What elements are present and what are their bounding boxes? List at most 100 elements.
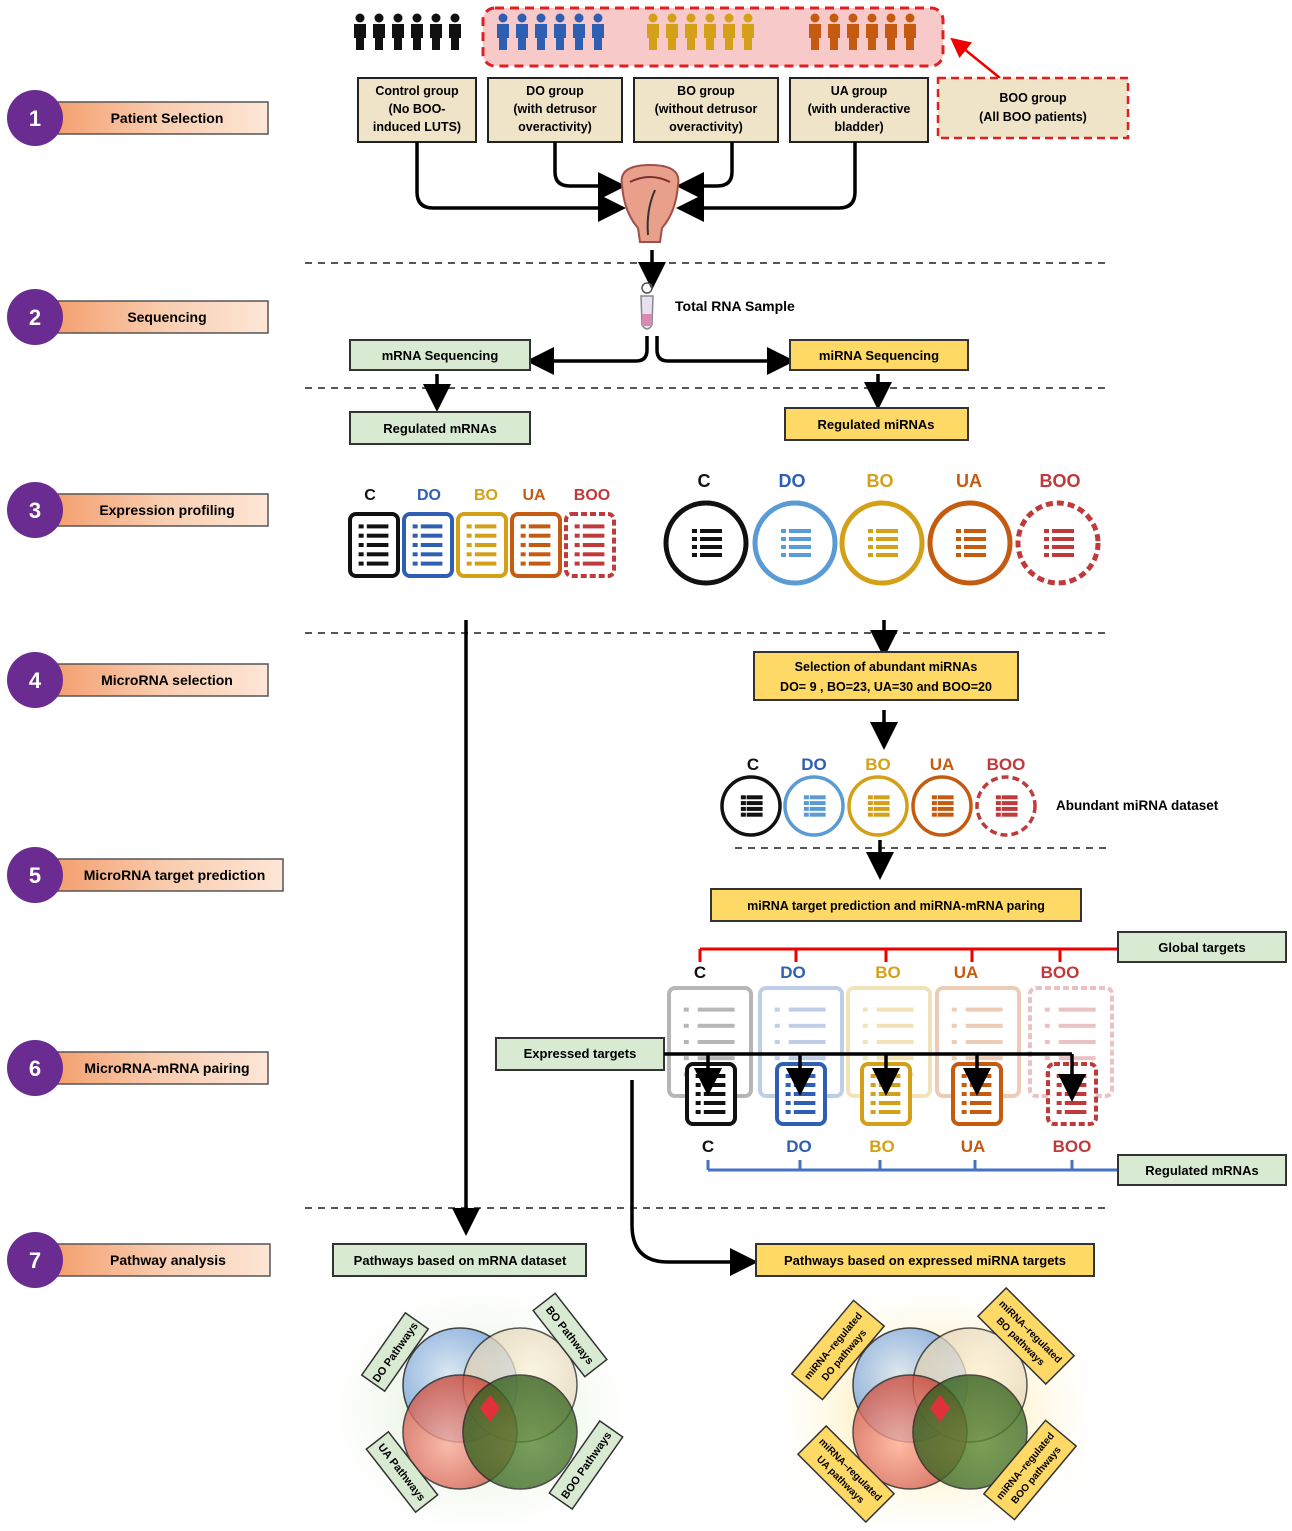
mirna-pathways-box (755, 1243, 1095, 1277)
mirna-profile-code-boo: BOO (1039, 471, 1080, 491)
person-icon (573, 13, 585, 50)
global-target-code-ua: UA (954, 963, 979, 982)
ua-group-line3: bladder) (834, 120, 883, 134)
person-icon (554, 13, 566, 50)
sequencing-split-arrows (526, 336, 795, 375)
ua-group-line1: UA group (831, 84, 888, 98)
rna-tube-icon (640, 282, 654, 330)
person-icon (411, 13, 423, 50)
person-icon (904, 13, 916, 50)
abundant-circle-bo (847, 775, 909, 837)
step-label: MicroRNA target prediction (84, 867, 266, 883)
abundant-code-c: C (747, 755, 759, 774)
abundant-circle-boo (975, 775, 1037, 837)
do-group-line3: overactivity) (518, 120, 592, 134)
mirna-profile-code-c: C (698, 471, 711, 491)
expressed-targets-label: Expressed targets (524, 1046, 637, 1061)
person-icon (516, 13, 528, 50)
mrna-pathways-label: Pathways based on mRNA dataset (354, 1253, 567, 1268)
global-targets-bracket (698, 947, 1118, 962)
step-label-box (57, 493, 269, 527)
control-group-line2: (No BOO- (389, 102, 446, 116)
person-icon (354, 13, 366, 50)
mirna-profile-circle-ua (927, 500, 1013, 586)
bladder-icon (620, 163, 680, 243)
step-number-badge (7, 482, 63, 538)
mirna-sequencing-label: miRNA Sequencing (819, 348, 939, 363)
regulated-mrnas-label-2: Regulated mRNAs (1145, 1163, 1258, 1178)
step-label: Expression profiling (99, 502, 234, 518)
step-label: MicroRNA selection (101, 672, 233, 688)
do-group-line1: DO group (526, 84, 584, 98)
mrna-profile-doc-bo (456, 512, 508, 578)
regulated-mirnas-label: Regulated miRNAs (817, 417, 934, 432)
bo-group-line3: overactivity) (669, 120, 743, 134)
regulated-mrnas-box-2 (1117, 1154, 1287, 1186)
ua-group-line2: (with underactive (808, 102, 911, 116)
mirna-profile-circle-c (663, 500, 749, 586)
patient-icons (354, 13, 461, 50)
global-targets-box (1117, 931, 1287, 963)
total-rna-sample-label: Total RNA Sample (675, 298, 795, 314)
mrna-profile-code-boo: BOO (574, 487, 610, 504)
control-group-box (357, 77, 477, 143)
mrna-profile-doc-do (402, 512, 454, 578)
step-number: 3 (29, 498, 41, 523)
step-number: 2 (29, 305, 41, 330)
step-label: Pathway analysis (110, 1252, 226, 1268)
selection-line2: DO= 9 , BO=23, UA=30 and BOO=20 (780, 680, 992, 694)
step-label: Sequencing (127, 309, 206, 325)
global-targets-label: Global targets (1158, 940, 1245, 955)
person-icon (828, 13, 840, 50)
prediction-label: miRNA target prediction and miRNA-mRNA p… (747, 899, 1045, 913)
person-icon (392, 13, 404, 50)
mrna-profile-code-ua: UA (522, 487, 546, 504)
person-icon (809, 13, 821, 50)
step-4: MicroRNA selection 4 (7, 652, 269, 708)
step-number: 4 (29, 668, 42, 693)
abundant-circle-ua (911, 775, 973, 837)
mrna-profile-doc-ua (510, 512, 562, 578)
mrna-profile-code-bo: BO (474, 487, 498, 504)
group-boxes: Control group (No BOO- induced LUTS) DO … (357, 76, 1130, 143)
regulated-mrnas-bracket (706, 1160, 1118, 1172)
boo-group-box (936, 76, 1130, 140)
mirna-sequencing-box (789, 339, 969, 371)
regulated-mrna-code-bo: BO (869, 1137, 895, 1156)
mrna-profile-code-c: C (364, 487, 376, 504)
mirna-profile-circle-do (752, 500, 838, 586)
regulated-mirnas-box (784, 407, 969, 441)
mrna-profile-doc-boo (564, 512, 616, 578)
mirna-profile-circle-boo (1015, 500, 1101, 586)
step-label-box (57, 1051, 269, 1085)
person-icon (666, 13, 678, 50)
person-icon (430, 13, 442, 50)
mrna-sequencing-box (349, 339, 531, 371)
mrna-pathways-venn: DO Pathways BO Pathways UA Pathways BOO … (340, 1292, 624, 1525)
step-number-badge (7, 847, 63, 903)
global-target-code-c: C (694, 963, 706, 982)
boo-pointer-arrow (950, 37, 1001, 79)
step-label-box (57, 858, 284, 892)
selection-line1: Selection of abundant miRNAs (795, 660, 978, 674)
expressed-targets-box (495, 1037, 665, 1071)
mrna-sequencing-label: mRNA Sequencing (382, 348, 499, 363)
step-number-badge (7, 652, 63, 708)
person-icon (592, 13, 604, 50)
bo-group-box (633, 77, 779, 143)
abundant-code-boo: BOO (987, 755, 1026, 774)
bo-group-line1: BO group (677, 84, 735, 98)
control-group-line3: induced LUTS) (373, 120, 461, 134)
person-icon (535, 13, 547, 50)
regulated-mrnas-label: Regulated mRNAs (383, 421, 496, 436)
abundant-circle-c (720, 775, 782, 837)
person-icon (866, 13, 878, 50)
mirna-pathways-venn: miRNA–regulated DO pathways miRNA–regula… (785, 1286, 1085, 1525)
bo-group-line2: (without detrusor (655, 102, 758, 116)
regulated-mrna-doc-c (685, 1062, 737, 1126)
boo-group-line2: (All BOO patients) (979, 110, 1087, 124)
person-icon (449, 13, 461, 50)
